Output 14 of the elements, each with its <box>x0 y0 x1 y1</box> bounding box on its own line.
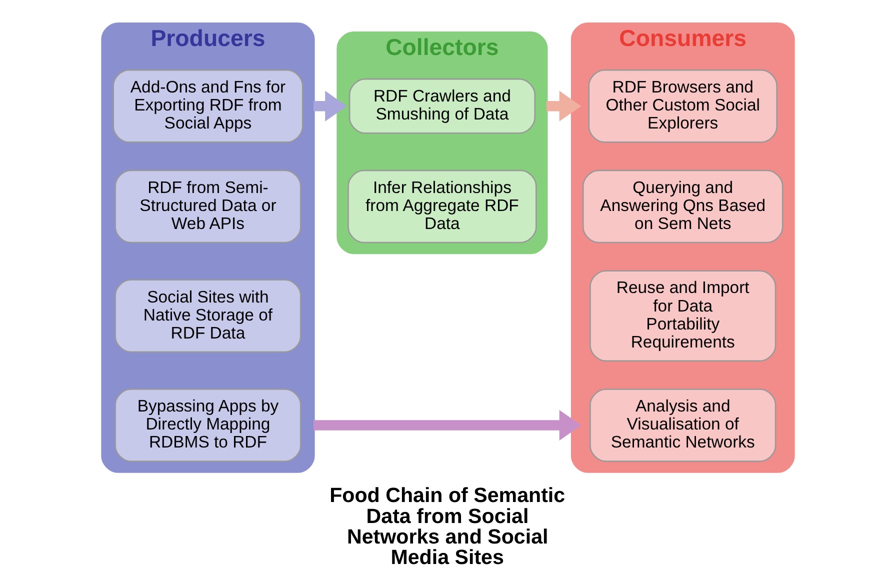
node-box: Querying and Answering Qns Based on Sem Nets <box>582 170 784 244</box>
node-box: Reuse and Import for Data Portability Requirements <box>590 270 776 362</box>
arrow <box>314 90 347 122</box>
node-box: Infer Relationships from Aggregate RDF Data <box>348 170 537 244</box>
caption: Food Chain of Semantic Data from Social Networks and Social Media Sites <box>330 484 566 570</box>
node-box: RDF Browsers and Other Custom Social Explorers <box>588 69 778 143</box>
node-box: Analysis and Visualisation of Semantic Networks <box>590 388 776 462</box>
arrow <box>546 90 582 122</box>
node-box: RDF from Semi-Structured Data or Web APIs <box>114 170 302 244</box>
node-box: Add-Ons and Fns for Exporting RDF from Social Apps <box>112 69 304 143</box>
node-box: RDF Crawlers and Smushing of Data <box>348 78 536 134</box>
arrow <box>314 410 582 441</box>
node-box: Social Sites with Native Storage of RDF Data <box>114 279 302 353</box>
node-box: Bypassing Apps by Directly Mapping RDBMS to RDF <box>114 388 302 462</box>
